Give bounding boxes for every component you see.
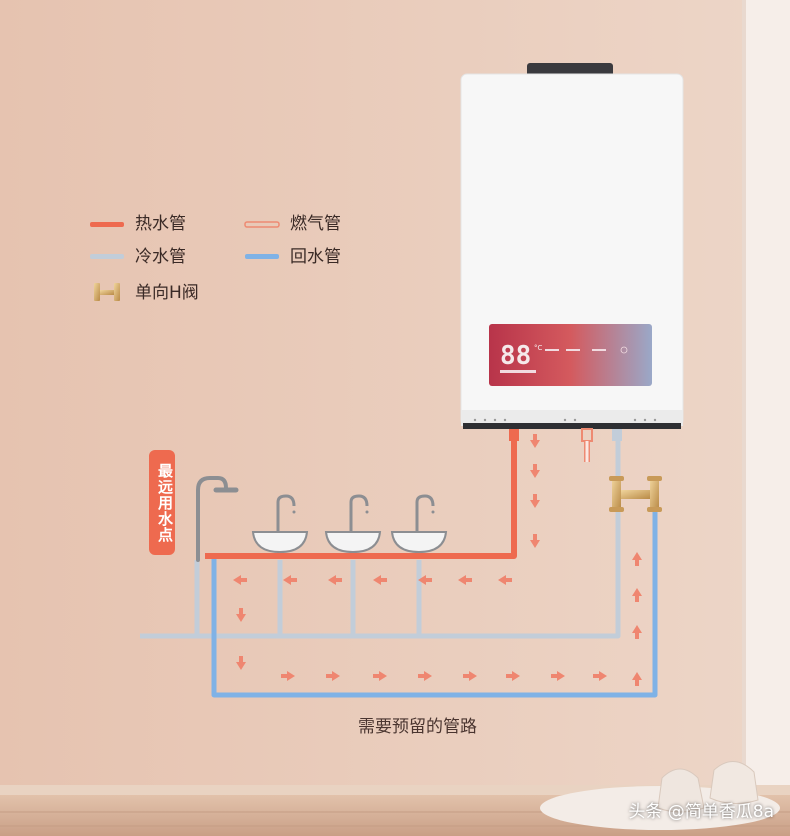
- return-water-pipe: [211, 505, 658, 698]
- flow-arrow: [281, 671, 295, 681]
- legend-swatches: [90, 221, 280, 301]
- flow-arrow: [506, 671, 520, 681]
- legend-swatch-return: [245, 254, 279, 259]
- svg-text:°C: °C: [534, 344, 543, 352]
- legend-label-gas: 燃气管: [290, 214, 341, 234]
- slippers-icon: [657, 761, 759, 813]
- baseboard: [0, 785, 790, 795]
- shower-icon: [196, 476, 239, 562]
- flow-arrow: [530, 494, 540, 508]
- flow-arrow: [632, 552, 642, 566]
- flow-arrow: [632, 625, 642, 639]
- flow-arrow: [373, 575, 387, 585]
- flow-arrow: [463, 671, 477, 681]
- water-heater: 88 °C: [460, 63, 684, 442]
- sink-icon: [390, 494, 448, 554]
- legend-label-hot-water: 热水管: [135, 214, 186, 234]
- legend-swatch-cold: [90, 254, 124, 259]
- flow-arrow: [373, 671, 387, 681]
- flow-arrow: [632, 588, 642, 602]
- watermark: 头条 @简单香瓜8a: [628, 802, 774, 822]
- flow-arrow: [418, 671, 432, 681]
- flow-arrow: [632, 672, 642, 686]
- flow-arrow: [326, 671, 340, 681]
- legend-label-h-valve: 单向H阀: [135, 283, 199, 303]
- legend-valve-icon: [94, 283, 120, 301]
- legend-label-cold-water: 冷水管: [135, 247, 186, 267]
- flow-arrow: [458, 575, 472, 585]
- flow-arrow: [328, 575, 342, 585]
- sink-icon: [324, 494, 382, 554]
- flow-arrow: [593, 671, 607, 681]
- reserved-pipeline-caption: 需要预留的管路: [358, 717, 477, 737]
- flow-arrow: [236, 608, 246, 622]
- flow-arrow: [236, 656, 246, 670]
- flow-arrow: [530, 434, 540, 448]
- sink-icon: [251, 494, 309, 554]
- flow-arrow: [498, 575, 512, 585]
- legend-swatch-gas: [244, 221, 280, 228]
- flow-arrow: [551, 671, 565, 681]
- one-way-h-valve-icon: [609, 476, 662, 512]
- flow-arrow: [233, 575, 247, 585]
- flow-arrow: [530, 534, 540, 548]
- window-curtain: [742, 0, 790, 790]
- legend-swatch-hot: [90, 222, 124, 227]
- temperature-display: 88: [500, 341, 531, 371]
- flow-arrow: [283, 575, 297, 585]
- flow-arrows: [233, 434, 642, 686]
- flow-arrow: [418, 575, 432, 585]
- flow-arrow: [530, 464, 540, 478]
- legend-label-return-water: 回水管: [290, 247, 341, 267]
- farthest-point-tag: 最远用水点: [149, 450, 175, 555]
